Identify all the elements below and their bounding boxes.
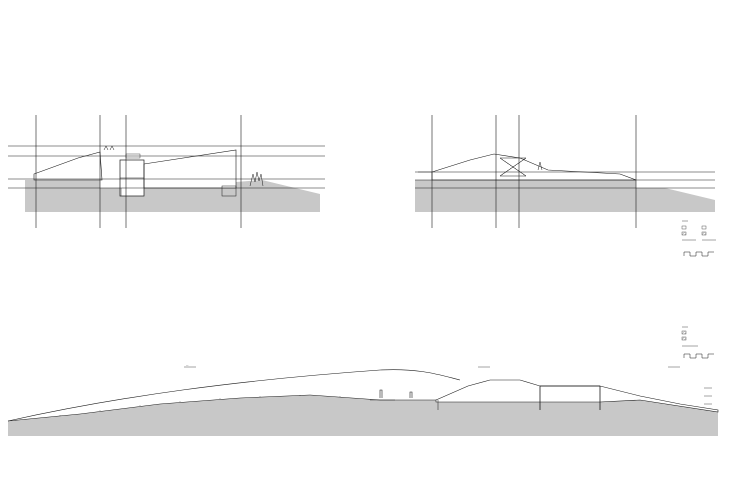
section-a (8, 115, 325, 228)
legend-bottom (681, 326, 714, 359)
section-c-marker-1: — (184, 364, 196, 368)
section-b (415, 115, 715, 228)
section-c: — (7, 364, 719, 436)
legend-top (681, 220, 716, 257)
section-b-ground (415, 180, 715, 212)
section-c-berm (435, 379, 719, 413)
section-b-berm (431, 153, 637, 181)
svg-text:—: — (186, 364, 189, 367)
